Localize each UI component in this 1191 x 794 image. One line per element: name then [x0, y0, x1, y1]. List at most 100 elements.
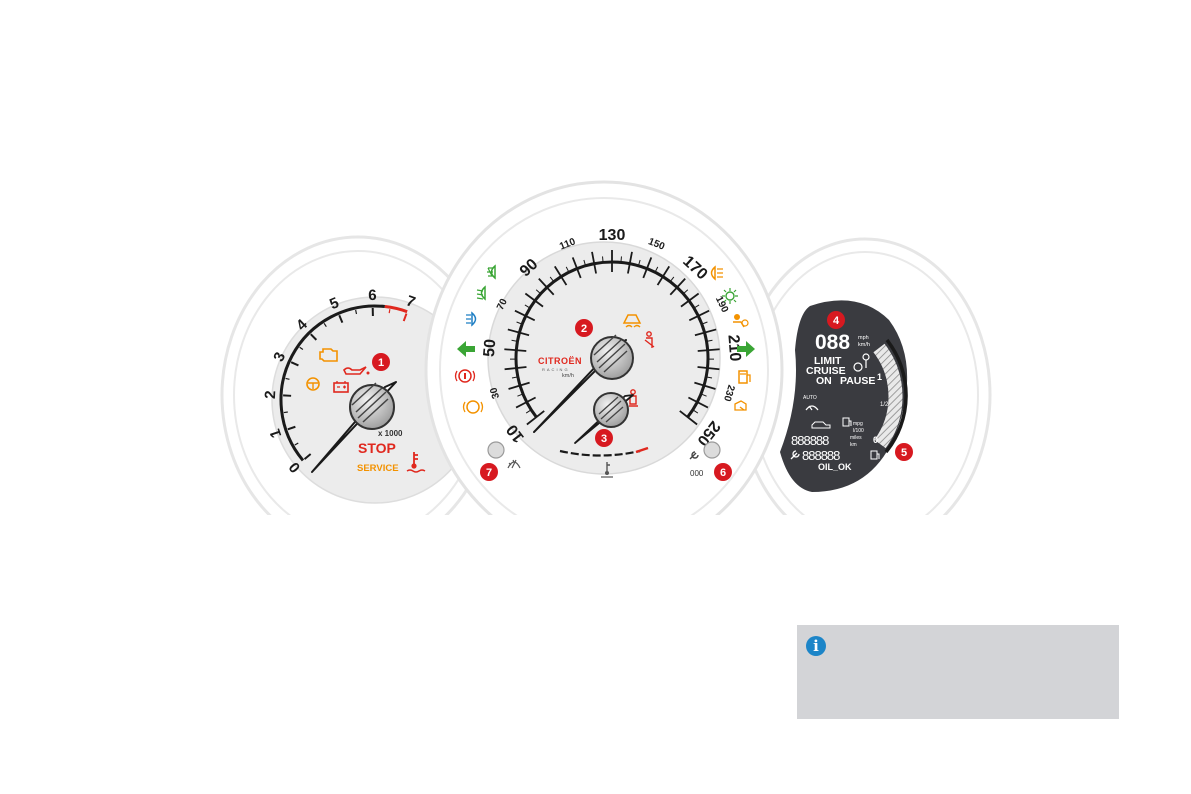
tachometer-tick-label: 6: [368, 287, 377, 304]
left-control-button[interactable]: [487, 441, 505, 459]
speedometer-tick: [701, 321, 708, 325]
left-indicator-column: [454, 264, 496, 414]
callout-4: 4: [827, 311, 845, 329]
fuel-gauge-arc: [884, 338, 908, 454]
info-icon: i: [806, 636, 826, 656]
lcd-unit-l100: l/100: [853, 428, 864, 434]
engine-warning-icon: [319, 348, 338, 362]
speedometer-tick: [517, 393, 524, 397]
lcd-pause-label: PAUSE: [840, 375, 875, 387]
trip-counter-digits: 000: [690, 469, 704, 478]
svg-text:7: 7: [486, 467, 492, 479]
rpm-multiplier-label: x 1000: [378, 429, 403, 438]
svg-text:5: 5: [901, 447, 907, 459]
speedometer-brand-sub: RACING: [542, 367, 570, 372]
speedometer-tick: [694, 381, 716, 390]
right-indicator-column: [710, 265, 755, 411]
speedometer-tick: [516, 321, 523, 325]
callout-6: 6: [714, 463, 732, 481]
temperature-bar: [559, 446, 649, 457]
speedometer-tick: [526, 410, 545, 426]
lcd-unit-mpg: mpg: [853, 421, 863, 427]
speedometer-tick: [697, 366, 720, 371]
svg-text:2: 2: [581, 323, 587, 335]
speedometer-hub: [590, 336, 634, 380]
speedometer-tick: [679, 410, 698, 426]
stop-warning-label: STOP: [358, 440, 396, 456]
callout-3: 3: [595, 429, 613, 447]
abs-warning-icon: [462, 400, 484, 414]
tachometer-tick: [283, 411, 288, 414]
tachometer-arc: [279, 304, 385, 462]
speedometer-tick: [656, 265, 670, 286]
left-turn-indicator-icon: [457, 341, 475, 357]
speedometer-tick: [591, 251, 597, 274]
speedometer-tick-label: 70: [495, 297, 510, 312]
callout-7: 7: [480, 463, 498, 481]
svg-text:1: 1: [378, 357, 384, 369]
display-pod: 1 1/2 0 088 mph km/h LIMIT CRUISE ON PAU…: [738, 237, 992, 515]
coolant-temperature-icon: [406, 452, 426, 473]
speedometer-tick: [538, 277, 555, 296]
speedometer-tick: [508, 381, 530, 390]
speedometer-tick: [524, 292, 544, 308]
service-warning-label: SERVICE: [357, 463, 399, 474]
lcd-speed-unit-mph: mph: [858, 335, 869, 341]
lcd-unit-miles: miles: [850, 435, 862, 441]
speedometer-tick-label: 30: [488, 386, 502, 400]
speedometer-tick: [524, 304, 531, 309]
speedometer-tick: [525, 409, 532, 414]
door-open-icon: [734, 400, 747, 411]
right-control-button[interactable]: [703, 441, 721, 459]
tachometer-tick: [294, 442, 299, 446]
speedometer-tick: [504, 348, 527, 352]
lcd-fuel-gauge-icon: [870, 450, 880, 460]
speedometer-unit-label: km/h: [562, 373, 574, 379]
tachometer-tick: [388, 309, 391, 314]
lcd-odometer-digits: 888888: [791, 433, 829, 448]
lcd-oil-status: OIL_OK: [818, 462, 852, 472]
callout-markers: 1 2 3 4 5 6 7: [372, 311, 913, 481]
svg-text:6: 6: [720, 467, 726, 479]
tachometer-tick-label: 2: [262, 390, 279, 399]
tachometer-tick: [299, 346, 304, 351]
fuel-empty-label: 0: [873, 435, 878, 445]
dipped-beam-icon: [476, 285, 486, 301]
lcd-service-wrench-icon: [790, 450, 800, 460]
rear-fog-lamp-icon: [710, 265, 723, 281]
speedometer-tick: [515, 396, 537, 409]
speedometer-tick: [706, 339, 713, 342]
passenger-airbag-off-icon: [733, 314, 749, 328]
speedometer-tick: [680, 292, 700, 308]
seatbelt-warning-icon: [644, 331, 655, 348]
speedometer-tick: [565, 266, 570, 273]
speedometer-tick: [683, 289, 689, 295]
speedometer-tick: [637, 259, 641, 266]
speedometer-tick: [694, 328, 717, 337]
lcd-speed-unit-kmh: km/h: [858, 342, 870, 348]
speedometer-tick: [693, 304, 700, 309]
oil-pressure-icon: [343, 366, 370, 375]
speedometer-brand-logo: CITROËN: [538, 356, 582, 366]
speedometer-tick: [706, 376, 713, 379]
speedometer-tick-label: 230: [721, 383, 736, 403]
speedometer-tick: [514, 309, 536, 322]
tachometer-redline: [384, 305, 408, 314]
lcd-auto-label: AUTO: [803, 395, 817, 401]
speedometer-ticks: [504, 250, 720, 426]
speedometer-tick: [627, 251, 633, 274]
tachometer-tick: [402, 313, 408, 322]
lcd-cruise-label: CRUISE: [806, 365, 846, 377]
tachometer-tick: [287, 425, 296, 431]
lcd-speed-limiter-icon: [853, 353, 870, 372]
power-steering-icon: [306, 377, 320, 391]
speedometer-tick: [511, 339, 518, 342]
tachometer-tick: [303, 453, 312, 460]
lcd-trip-digits: 888888: [802, 448, 840, 463]
callout-2: 2: [575, 319, 593, 337]
coolant-level-icon: [601, 462, 613, 478]
tachometer-ticks: [283, 308, 408, 460]
speedometer-tick: [549, 276, 555, 282]
